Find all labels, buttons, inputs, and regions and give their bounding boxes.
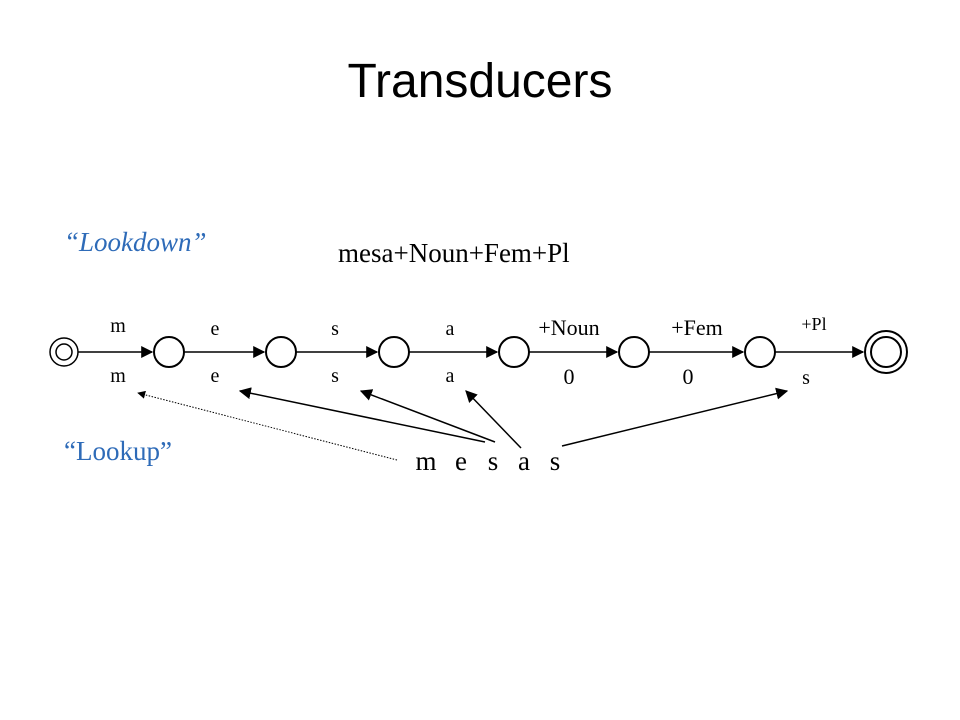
lower-char-a: a bbox=[518, 446, 530, 476]
arc-2-lower: e bbox=[211, 365, 220, 387]
arc-labels: m m e e s s a a +Noun 0 +Fem 0 +Pl s bbox=[110, 314, 826, 389]
lower-char-s: s bbox=[488, 446, 499, 476]
lookup-arrow-a bbox=[465, 390, 522, 449]
arc-3-upper: s bbox=[331, 318, 339, 340]
arc-6-upper: +Fem bbox=[671, 315, 723, 340]
lower-char-m: m bbox=[415, 446, 436, 476]
arc-4-lower: a bbox=[446, 365, 455, 387]
lookup-arrow-s bbox=[359, 389, 496, 443]
final-state-outer bbox=[864, 330, 908, 374]
lookup-arrows bbox=[137, 387, 789, 461]
lower-string: m e s a s bbox=[415, 446, 560, 476]
arc-7-upper: +Pl bbox=[801, 314, 826, 334]
arc-3-lower: s bbox=[331, 365, 339, 387]
lower-char-s-final: s bbox=[550, 446, 561, 476]
arc-7-lower: s bbox=[802, 367, 810, 389]
arc-4-upper: a bbox=[446, 318, 455, 340]
arc-1-upper: m bbox=[110, 315, 126, 337]
state-6 bbox=[744, 336, 776, 368]
state-1 bbox=[153, 336, 185, 368]
arc-2-upper: e bbox=[211, 318, 220, 340]
arc-6-lower: 0 bbox=[683, 364, 694, 389]
start-state-outer bbox=[49, 337, 79, 367]
lower-char-e: e bbox=[455, 446, 467, 476]
state-5 bbox=[618, 336, 650, 368]
arc-5-upper: +Noun bbox=[538, 315, 599, 340]
state-4 bbox=[498, 336, 530, 368]
final-state-inner bbox=[870, 336, 902, 368]
lookup-arrow-m bbox=[137, 390, 398, 461]
lookdown-label: “Lookdown” bbox=[64, 227, 207, 257]
state-3 bbox=[378, 336, 410, 368]
lookup-arrow-s-final bbox=[561, 387, 789, 447]
state-2 bbox=[265, 336, 297, 368]
upper-string: mesa+Noun+Fem+Pl bbox=[338, 238, 570, 268]
arc-5-lower: 0 bbox=[564, 364, 575, 389]
lookup-label: “Lookup” bbox=[64, 436, 172, 466]
start-state-inner bbox=[55, 343, 73, 361]
lookup-arrow-e bbox=[238, 387, 486, 443]
slide-title: Transducers bbox=[347, 55, 613, 108]
arc-1-lower: m bbox=[110, 365, 126, 387]
